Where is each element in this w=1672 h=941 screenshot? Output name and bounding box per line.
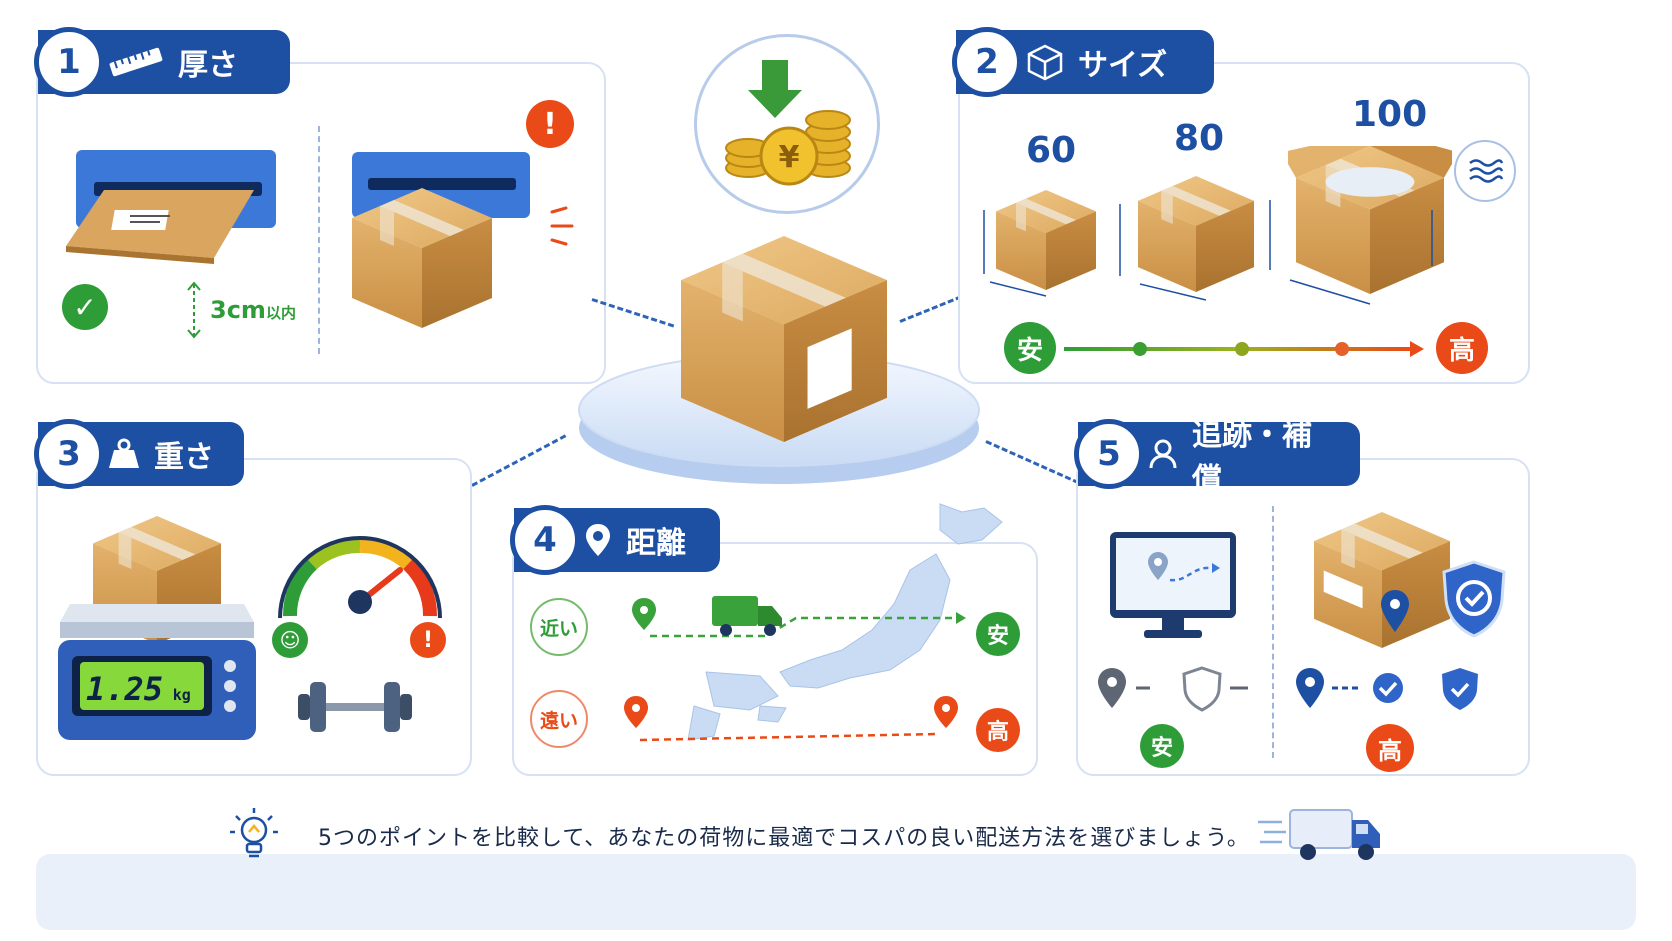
step-number: 1 xyxy=(34,27,104,97)
tracking-header: 5 追跡・補償 xyxy=(1074,418,1360,497)
far-expensive-badge: 高 xyxy=(976,708,1020,752)
dimension-arrows xyxy=(983,200,1433,305)
gauge-icon xyxy=(278,536,442,619)
japan-map xyxy=(687,503,1003,741)
connector-line xyxy=(985,440,1088,488)
panel-divider xyxy=(318,126,320,354)
cheap-badge: 安 xyxy=(1004,322,1056,374)
weight-header: 3 重さ xyxy=(34,419,244,489)
weight-title: 重さ xyxy=(154,440,214,475)
step-number: 3 xyxy=(34,419,104,489)
near-label: 近い xyxy=(530,598,588,656)
shield-check-icon xyxy=(1442,560,1506,638)
panel-divider xyxy=(1272,506,1274,758)
price-scale-arrow xyxy=(1064,341,1424,357)
basic-options-icons xyxy=(1098,666,1248,712)
delivery-truck-icon xyxy=(1258,809,1380,860)
connector-line xyxy=(471,434,567,487)
thickness-limit-suffix: 以内 xyxy=(265,304,296,322)
expensive-badge: 高 xyxy=(1436,322,1488,374)
cube-icon xyxy=(1026,43,1064,81)
thickness-header: 1 厚さ xyxy=(34,27,290,97)
lightbulb-icon xyxy=(230,808,278,858)
footer-message: 5つのポイントを比較して、あなたの荷物に最適でコスパの良い配送方法を選びましょう… xyxy=(318,826,1250,851)
size-100-label: 100 xyxy=(1352,94,1428,135)
check-icon: ✓ xyxy=(62,284,108,330)
step-number: 5 xyxy=(1074,419,1144,489)
warning-icon: ! xyxy=(526,100,574,148)
size-80-label: 80 xyxy=(1174,118,1225,159)
premium-expensive-badge: 高 xyxy=(1366,724,1414,772)
mail-slot-ok-illustration xyxy=(66,150,276,264)
distance-title: 距離 xyxy=(626,526,686,561)
monitor-icon xyxy=(1110,532,1236,638)
box-pin-icon xyxy=(1381,590,1409,632)
ruler-icon xyxy=(108,47,164,77)
warning-icon: ! xyxy=(410,622,446,658)
scale-display: 1.25 kg xyxy=(86,670,206,708)
map-pin-icon xyxy=(584,522,612,558)
scale-unit: kg xyxy=(172,686,191,704)
scale-base xyxy=(58,604,256,740)
thickness-title: 厚さ xyxy=(178,48,238,83)
distance-header: 4 距離 xyxy=(510,505,720,575)
footer-banner xyxy=(36,854,1636,930)
weight-icon xyxy=(108,438,140,470)
svg-text:¥: ¥ xyxy=(779,140,800,175)
center-parcel-box xyxy=(681,236,887,442)
basic-cheap-badge: 安 xyxy=(1140,724,1184,768)
far-route xyxy=(624,696,958,742)
step-number: 2 xyxy=(952,27,1022,97)
size-title: サイズ xyxy=(1078,48,1168,83)
height-arrow-icon xyxy=(187,281,201,339)
size-60-label: 60 xyxy=(1026,130,1077,171)
person-icon xyxy=(1148,438,1178,470)
near-route xyxy=(632,598,966,638)
step-number: 4 xyxy=(510,505,580,575)
dumbbell-icon xyxy=(298,682,412,732)
tracked-box xyxy=(1314,512,1450,648)
smile-icon: ☺ xyxy=(272,622,308,658)
alert-lines-icon xyxy=(550,206,574,246)
near-cheap-badge: 安 xyxy=(976,612,1020,656)
cushion-icon xyxy=(1454,140,1516,202)
size-100-box xyxy=(1288,146,1452,294)
premium-options-icons xyxy=(1296,668,1478,710)
truck-icon xyxy=(712,596,782,636)
scale-value: 1.25 xyxy=(86,670,164,708)
tracking-title: 追跡・補償 xyxy=(1192,418,1312,497)
size-header: 2 サイズ xyxy=(952,27,1214,97)
yen-coin-icon: ¥ xyxy=(725,60,851,186)
far-label: 遠い xyxy=(530,690,588,748)
thickness-limit-value: 3cm xyxy=(210,296,266,324)
thickness-limit: 3cm以内 xyxy=(210,296,296,324)
mail-slot-ng-illustration xyxy=(352,152,530,328)
